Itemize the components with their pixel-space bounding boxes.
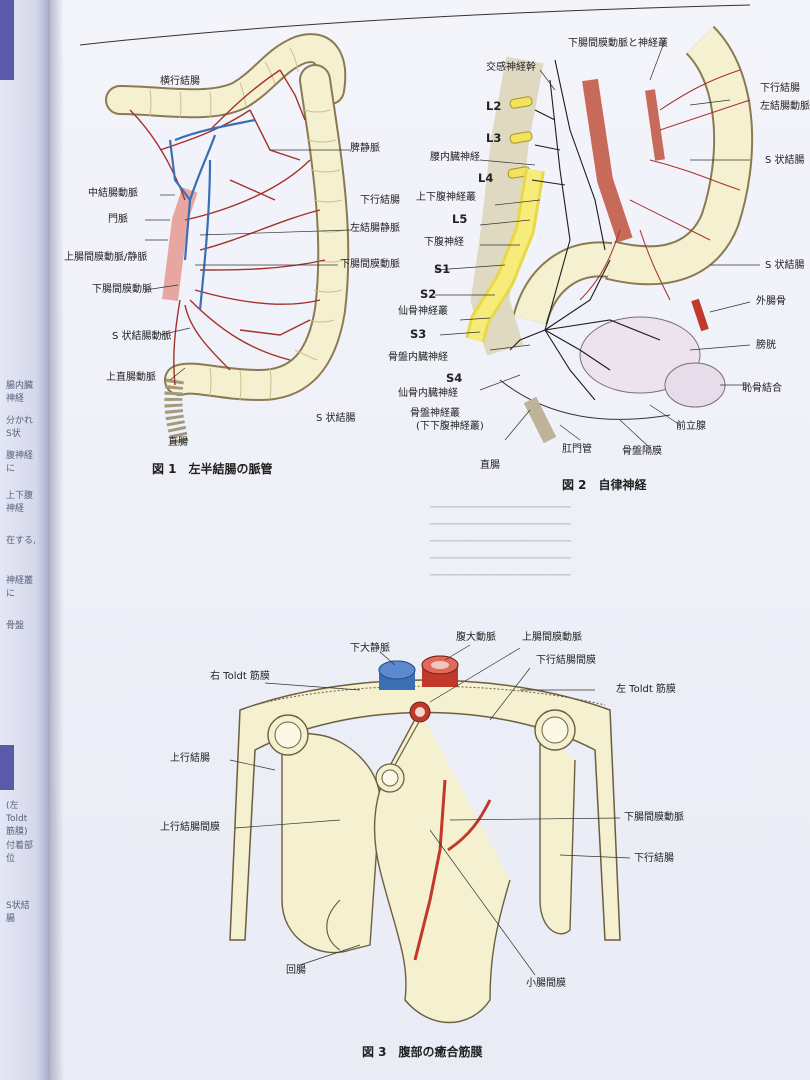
figure2-caption: 図 2 自律神経 [562,478,647,492]
figure1-caption: 図 1 左半結腸の脈管 [152,462,273,476]
label-pelvic-splanchnic: 骨盤内臓神経 [388,352,448,363]
label-L4: L4 [478,171,494,185]
label-left-colic-vein: 左結腸静脈 [350,223,400,234]
label-sigmoid-colon: S 状結腸 [316,413,356,424]
book-page: ━━━━━━━━━━━━━━━━━━━━━━━━━━━━━━━━━━━━━━━━… [50,0,810,1080]
left-page-text: 上下腹神経 [6,491,34,514]
label-descending-colon: 下行結腸 [360,195,400,206]
label-pelvic-diaphragm: 骨盤隔膜 [622,446,662,457]
label-ima: 下腸間膜動脈 [92,284,152,295]
left-page-text: 腸内臓神経 [6,381,34,404]
left-page-text: 分かれ S状 [6,416,34,439]
label-aorta: 腹大動脈 [456,632,496,643]
left-page-band [0,745,14,790]
label-sacral-plexus: 仙骨神経叢 [398,306,448,317]
label-sympathetic-trunk: 交感神経幹 [486,62,536,73]
label-inferior-hypogastric: (下下腹神経叢) [416,421,484,432]
label-small-mesentery: 小腸間膜 [526,978,566,989]
label-hypogastric-nerve: 下腹神経 [424,237,464,248]
anatomy-illustrations [79,4,760,1024]
label-ivc: 下大静脈 [350,643,390,654]
left-page-band [0,0,14,80]
label-lumbar-splanchnic: 腰内臓神経 [430,152,480,163]
label-sigmoid-colon-2: S 状結腸 [765,260,805,271]
label-sigmoid-colon-1: S 状結腸 [765,155,805,166]
figure1-drawing [105,33,351,447]
left-page-text: 神経叢に [6,576,34,599]
label-rectum: 直腸 [168,437,188,448]
label-descending-mesocolon: 下行結腸間膜 [536,655,596,666]
label-L3: L3 [486,131,502,145]
left-page-text: (左 Toldt 筋膜) [6,801,28,837]
figure3-caption: 図 3 腹部の癒合筋膜 [362,1045,483,1059]
label-bladder: 膀胱 [756,340,776,351]
figure2-drawing [434,25,760,449]
label-ileum: 回腸 [286,965,306,976]
label-prostate: 前立腺 [676,421,706,432]
label-right-toldt: 右 Toldt 筋膜 [210,671,270,682]
label-splenic-vein: 脾静脈 [350,143,380,154]
label-portal-vein: 門脈 [108,214,128,225]
label-sma-smv: 上腸間膜動脈/静脈 [64,252,148,263]
left-page-text: S状結腸 [6,901,30,924]
label-sacral-splanchnic: 仙骨内臓神経 [398,388,458,399]
label-S2: S2 [420,287,437,301]
label-f3-sma: 上腸間膜動脈 [522,632,582,643]
label-pubic-symphysis: 恥骨結合 [742,383,782,394]
bleed-through-text: ━━━━━━━━━━━━━━━━━━━━━━━━━━━━━━━━━━━━━━━━… [430,503,571,581]
label-left-colic-artery: 左結腸動脈 [760,101,810,112]
label-S4: S4 [446,371,463,385]
label-L5: L5 [452,212,468,226]
left-page-edge: 腸内臓神経 分かれ S状 腹神経に 上下腹神経 在する, 神経叢に 骨盤 (左 … [0,0,52,1080]
label-left-toldt: 左 Toldt 筋膜 [616,684,676,695]
label-f3-descending-colon: 下行結腸 [634,853,674,864]
label-superior-hypogastric: 上下腹神経叢 [416,192,476,203]
label-ima-plexus: 下腸間膜動脈と神経叢 [568,38,668,49]
label-ascending-mesocolon: 上行結腸間膜 [160,822,220,833]
label-middle-colic-artery: 中結腸動脈 [88,188,138,199]
label-pelvic-plexus: 骨盤神経叢 [410,408,460,419]
label-S3: S3 [410,327,427,341]
label-superior-rectal-artery: 上直腸動脈 [106,372,156,383]
left-page-text: 付着部位 [6,841,34,864]
label-f2-descending-colon: 下行結腸 [760,83,800,94]
label-f3-ima: 下腸間膜動脈 [624,812,684,823]
label-imv: 下腸間膜動脈 [340,259,400,270]
label-external-iliac: 外腸骨 [756,296,786,307]
left-page-text: 在する, [6,536,36,546]
left-page-text: 骨盤 [6,621,25,631]
label-transverse-colon: 横行結腸 [160,76,200,87]
label-L2: L2 [486,99,502,113]
label-f2-rectum: 直腸 [480,460,500,471]
figure3-drawing [229,644,631,1024]
label-ascending-colon: 上行結腸 [170,753,210,764]
gutter-shadow [50,0,64,1080]
label-S1: S1 [434,262,451,276]
label-anal-canal: 肛門管 [562,444,592,455]
left-page-text: 腹神経に [6,451,34,474]
label-sigmoid-artery: S 状結腸動脈 [112,331,172,342]
